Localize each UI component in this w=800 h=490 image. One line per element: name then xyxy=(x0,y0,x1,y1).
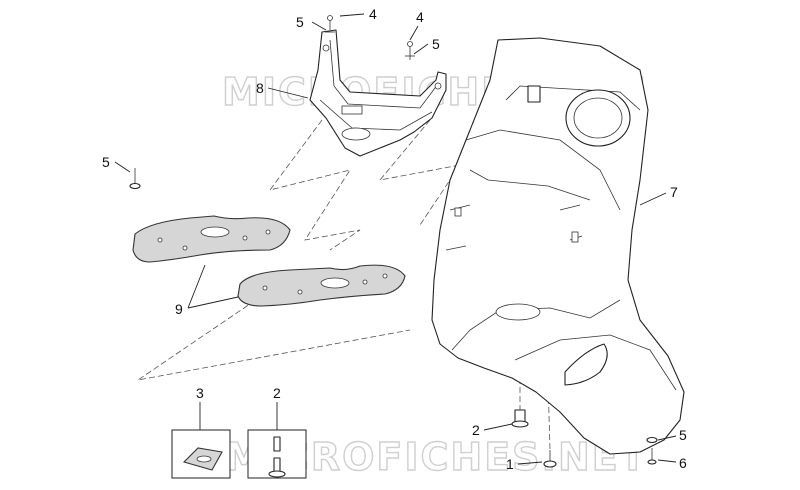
mounting-bracket-icon xyxy=(309,29,447,157)
gasket-plates-icon xyxy=(132,215,406,307)
callout-2-shield: 2 xyxy=(472,422,480,438)
callout-1: 1 xyxy=(506,456,514,472)
screw-top-left-icon xyxy=(325,15,335,33)
callout-5-right: 5 xyxy=(679,427,687,443)
callout-2-box: 2 xyxy=(273,385,281,401)
callout-8: 8 xyxy=(256,80,264,96)
bolt-bottom-icon xyxy=(543,450,557,468)
callout-5-left: 5 xyxy=(102,154,110,170)
leader-lines xyxy=(114,13,677,465)
callout-7: 7 xyxy=(670,184,678,200)
washer-screw-right-icon xyxy=(646,436,658,465)
callout-5-top-left: 5 xyxy=(296,14,304,30)
rivet-pin-box xyxy=(247,429,307,479)
callout-9: 9 xyxy=(175,301,183,317)
pin-fastener-icon xyxy=(511,409,529,428)
callout-5-top-right: 5 xyxy=(432,36,440,52)
front-shield-body-icon xyxy=(431,37,685,455)
callout-4-top-right: 4 xyxy=(416,9,424,25)
spring-clip-box xyxy=(171,429,231,479)
callout-4-top-left: 4 xyxy=(369,6,377,22)
screw-left-icon xyxy=(129,168,141,190)
callout-6: 6 xyxy=(679,455,687,471)
screw-top-right-icon xyxy=(405,41,415,60)
callout-3: 3 xyxy=(196,385,204,401)
